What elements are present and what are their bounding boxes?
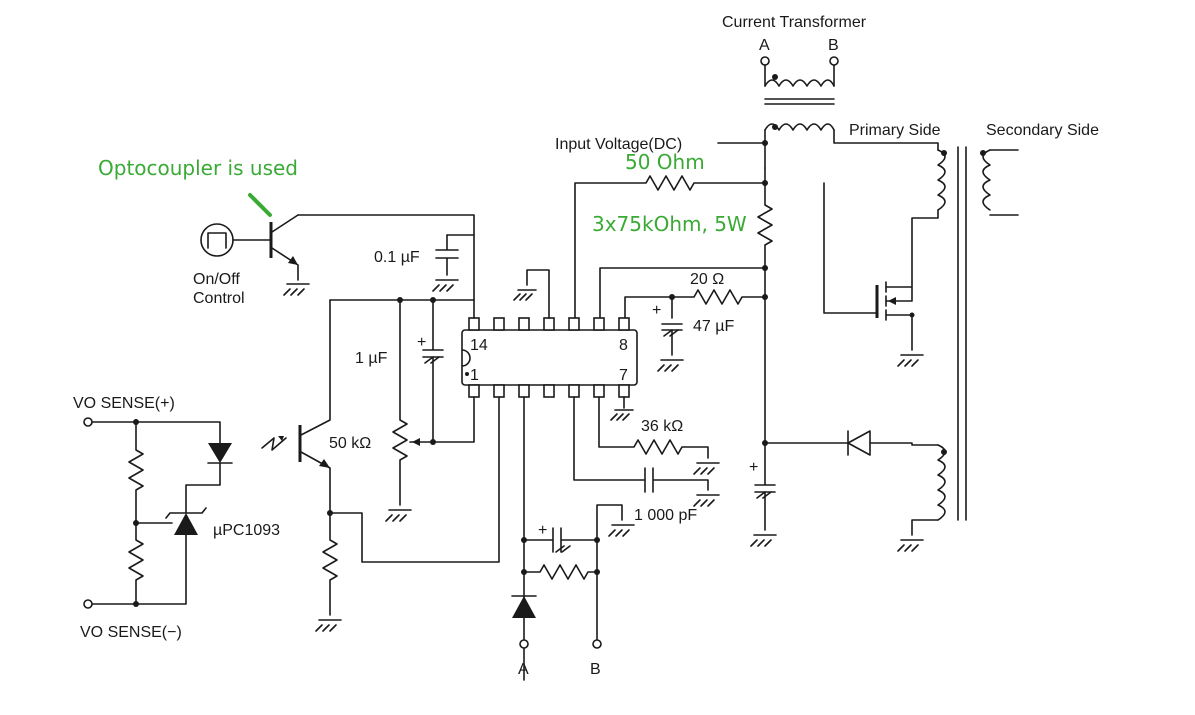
label-plus-c47: + bbox=[652, 302, 661, 319]
label-vo-sense-neg: VO SENSE(−) bbox=[80, 624, 182, 641]
current-transformer bbox=[760, 56, 939, 169]
label-c-47uf: 47 µF bbox=[693, 318, 734, 335]
label-ct-a: A bbox=[759, 37, 770, 54]
ic-top-pins bbox=[468, 317, 630, 331]
label-c-1uf: 1 µF bbox=[355, 350, 388, 367]
label-term-a: A bbox=[518, 661, 529, 678]
label-ct-b: B bbox=[828, 37, 839, 54]
label-ic-pin7: 7 bbox=[619, 367, 628, 384]
label-term-b: B bbox=[590, 661, 601, 678]
vo-sense-network bbox=[83, 417, 233, 609]
label-on-off: On/Off bbox=[193, 271, 240, 288]
label-ic-pin14: 14 bbox=[470, 337, 488, 354]
label-r-50k: 50 kΩ bbox=[329, 435, 371, 452]
label-ic-pin8: 8 bbox=[619, 337, 628, 354]
label-r-20ohm: 20 Ω bbox=[690, 271, 724, 288]
label-c-1000pf: 1 000 pF bbox=[634, 507, 697, 524]
label-control: Control bbox=[193, 290, 245, 307]
label-upc1093: µPC1093 bbox=[213, 522, 280, 539]
on-off-control bbox=[200, 193, 310, 296]
opto-transistor bbox=[261, 299, 500, 632]
label-secondary-side: Secondary Side bbox=[986, 122, 1099, 139]
label-current-transformer: Current Transformer bbox=[722, 14, 867, 31]
label-r-36k: 36 kΩ bbox=[641, 418, 683, 435]
annotation-3x75k: 3x75kOhm, 5W bbox=[592, 212, 747, 236]
label-plus-c1: + bbox=[417, 334, 426, 351]
timing-network bbox=[297, 214, 475, 522]
label-vo-sense-pos: VO SENSE(+) bbox=[73, 395, 175, 412]
ic-upc1093-driver bbox=[461, 269, 638, 421]
input-rail bbox=[574, 140, 939, 547]
label-ic-pin1: 1 bbox=[470, 367, 479, 384]
label-primary-side: Primary Side bbox=[849, 122, 941, 139]
ic-bottom-pins bbox=[468, 384, 630, 398]
label-plus-out: + bbox=[749, 459, 758, 476]
label-c-01uf: 0.1 µF bbox=[374, 249, 420, 266]
annotation-50-ohm: 50 Ohm bbox=[625, 150, 705, 174]
label-plus-cct: + bbox=[538, 522, 547, 539]
label-input-voltage: Input Voltage(DC) bbox=[555, 136, 682, 153]
main-transformer bbox=[897, 146, 1019, 552]
mosfet bbox=[823, 182, 924, 367]
annotation-optocoupler: Optocoupler is used bbox=[98, 156, 298, 180]
feedback-network bbox=[511, 396, 720, 681]
